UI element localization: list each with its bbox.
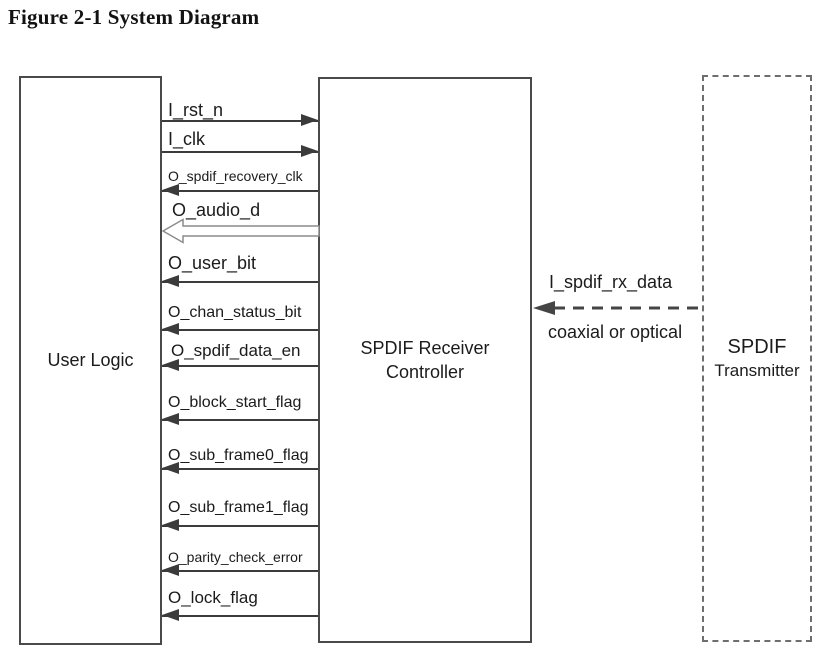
block-receiver-label-line2: Controller — [385, 362, 464, 382]
block-spdif-receiver-controller: SPDIF Receiver Controller — [318, 77, 532, 643]
arrow-left-o-block-start-flag — [162, 413, 318, 426]
arrow-right-i-clk — [162, 145, 318, 158]
block-spdif-transmitter: SPDIF Transmitter — [702, 75, 812, 642]
block-receiver-label-line1: SPDIF Receiver — [360, 338, 490, 358]
signal-label-o-sub-frame0-flag: O_sub_frame0_flag — [168, 447, 309, 464]
dashed-arrow-i-spdif-rx-data — [533, 301, 703, 315]
block-transmitter-label-line1: SPDIF — [727, 335, 787, 358]
signal-label-o-audio-d: O_audio_d — [172, 200, 261, 220]
signal-label-o-lock-flag: O_lock_flag — [168, 588, 258, 607]
signal-label-o-chan-status-bit: O_chan_status_bit — [168, 304, 302, 321]
signal-label-i-rst-n: I_rst_n — [168, 100, 224, 120]
arrow-left-o-sub-frame0-flag — [162, 462, 318, 475]
medium-label-coaxial-or-optical: coaxial or optical — [548, 322, 683, 342]
signal-label-i-spdif-rx-data: I_spdif_rx_data — [549, 272, 673, 292]
arrow-left-o-spdif-data-en — [162, 359, 318, 372]
block-transmitter-label-line2: Transmitter — [714, 360, 800, 380]
signal-label-o-parity-check-error: O_parity_check_error — [168, 549, 303, 565]
block-receiver-label: SPDIF Receiver Controller — [360, 336, 489, 384]
block-user-logic-label: User Logic — [47, 350, 134, 370]
bus-arrow-o-audio-d — [162, 218, 320, 244]
arrow-right-i-rst-n — [162, 114, 318, 127]
arrow-left-o-parity-check-error — [162, 564, 318, 577]
figure-title: Figure 2-1 System Diagram — [8, 5, 260, 29]
signal-label-o-spdif-data-en: O_spdif_data_en — [171, 341, 301, 360]
arrow-left-o-sub-frame1-flag — [162, 519, 318, 532]
signal-label-i-clk: I_clk — [168, 129, 206, 149]
arrow-left-o-spdif-recovery-clk — [162, 184, 318, 197]
signal-label-o-sub-frame1-flag: O_sub_frame1_flag — [168, 499, 309, 516]
signal-label-o-user-bit: O_user_bit — [168, 253, 257, 273]
arrow-left-o-lock-flag — [162, 609, 318, 622]
block-user-logic: User Logic — [19, 76, 162, 645]
arrow-left-o-chan-status-bit — [162, 323, 318, 336]
signal-label-o-block-start-flag: O_block_start_flag — [168, 394, 302, 411]
block-transmitter-label: SPDIF Transmitter — [714, 336, 799, 382]
signal-label-o-spdif-recovery-clk: O_spdif_recovery_clk — [168, 168, 303, 184]
arrow-left-o-user-bit — [162, 275, 318, 288]
